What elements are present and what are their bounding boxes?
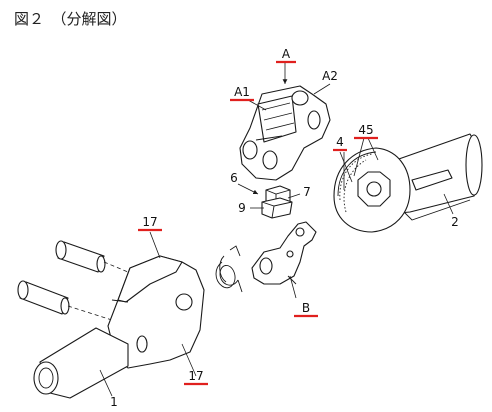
pin-upper	[55, 240, 129, 273]
part-17-bracket	[107, 255, 205, 369]
label-45: 45	[358, 123, 373, 137]
leader-17-top	[149, 231, 161, 259]
label-17-bottom: 17	[188, 369, 203, 383]
label-4: 4	[336, 135, 344, 149]
spring	[215, 245, 243, 293]
part-b-plate	[251, 221, 317, 285]
leader-2	[443, 193, 454, 215]
part-2-arm	[387, 133, 483, 221]
label-2: 2	[451, 215, 459, 229]
label-1: 1	[110, 395, 118, 409]
label-7: 7	[303, 185, 311, 199]
label-b: B	[302, 301, 310, 315]
part-4-ratchet-plate	[333, 147, 411, 233]
leader-b	[289, 275, 297, 299]
label-a: A	[282, 47, 291, 61]
leader-45a	[353, 137, 365, 177]
pin-lower	[17, 280, 113, 321]
label-a2: A2	[322, 69, 338, 83]
leader-4a	[339, 151, 353, 183]
leader-1	[99, 369, 113, 397]
leader-a1	[247, 99, 267, 111]
label-9: 9	[238, 201, 246, 215]
leader-6	[237, 183, 259, 195]
part-1-tube	[33, 327, 129, 399]
leader-a2	[313, 83, 331, 95]
leader-45b	[367, 137, 379, 161]
label-a1: A1	[234, 85, 250, 99]
leader-17-bottom	[181, 343, 197, 377]
leader-7	[287, 193, 301, 199]
figure-title: 図２ （分解図）	[14, 10, 127, 28]
label-6: 6	[230, 171, 238, 185]
part-a-plate	[239, 85, 331, 181]
part-9-block	[261, 197, 293, 219]
label-17-top: 17	[142, 215, 157, 229]
